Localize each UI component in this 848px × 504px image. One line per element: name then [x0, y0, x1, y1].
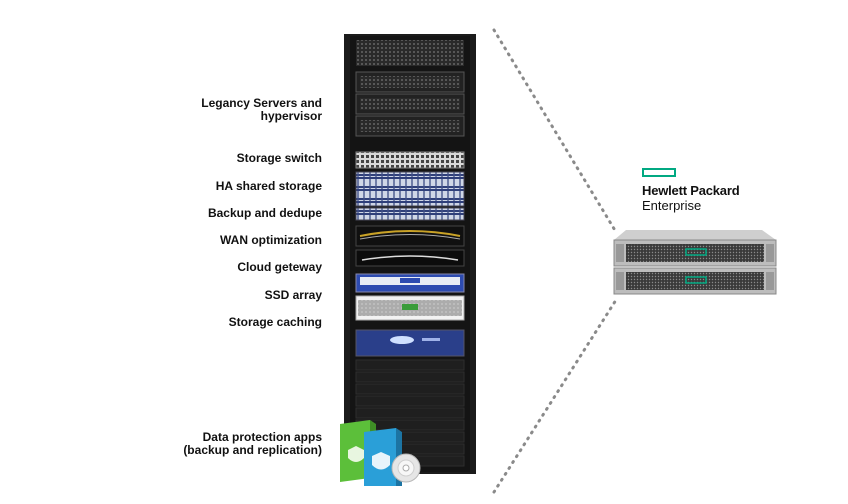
label-legacy-line2: hypervisor: [260, 109, 322, 123]
label-backup-dedupe: Backup and dedupe: [207, 206, 322, 220]
hpe-server-2: [613, 267, 777, 295]
label-cloud-gateway: Cloud geteway: [237, 260, 322, 274]
cd-disc-icon: [391, 453, 421, 483]
label-data-protection: Data protection apps (backup and replica…: [183, 431, 322, 457]
ssd-array-unit: [355, 273, 465, 293]
zoom-line-top: [492, 28, 618, 234]
ha-storage-unit: [355, 171, 465, 207]
blue-appliance-unit: [355, 329, 465, 357]
cloud-gateway-unit: [355, 249, 465, 267]
legacy-servers: [355, 71, 465, 137]
storage-caching-unit: [355, 295, 465, 321]
rack-top-panel: [356, 40, 464, 66]
label-wan-optimization: WAN optimization: [220, 233, 322, 247]
label-data-protection-line1: Data protection apps: [202, 430, 322, 444]
label-storage-switch: Storage switch: [236, 151, 322, 165]
label-legacy-servers: Legancy Servers and hypervisor: [201, 97, 322, 123]
label-data-protection-line2: (backup and replication): [183, 443, 322, 457]
hpe-servers: [613, 230, 777, 295]
hpe-rectangle-icon: [642, 168, 676, 177]
zoom-line-bottom: [492, 298, 618, 494]
logo-line1: Hewlett Packard: [642, 183, 740, 198]
label-ha-shared-storage: HA shared storage: [215, 179, 322, 193]
storage-switch-unit: [355, 151, 465, 169]
logo-line2: Enterprise: [642, 198, 702, 213]
label-legacy-line1: Legancy Servers and: [201, 96, 322, 110]
label-ssd-array: SSD array: [264, 288, 322, 302]
label-storage-caching: Storage caching: [228, 315, 322, 329]
server-rack: [340, 34, 480, 474]
wan-optimization-unit: [355, 225, 465, 247]
hpe-logo: Hewlett Packard Enterprise: [642, 168, 762, 216]
backup-dedupe-unit: [355, 207, 465, 221]
hpe-server-1: [613, 239, 777, 267]
data-protection-software-boxes: [340, 420, 421, 486]
